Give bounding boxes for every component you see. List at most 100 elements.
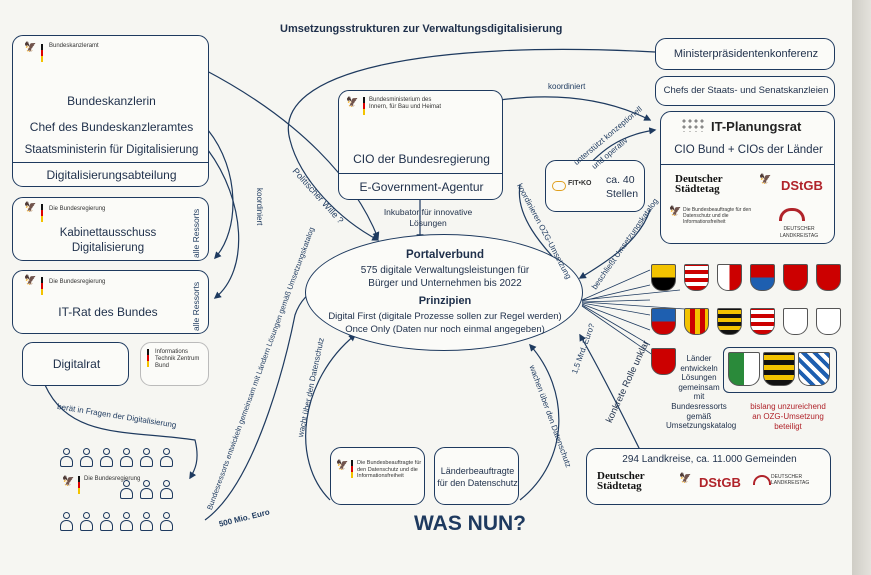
landkreistag-arc-icon — [779, 208, 805, 221]
person-icon — [160, 480, 173, 499]
laender-line: gemäß — [686, 411, 712, 421]
prinzip-once-only: Once Only (Daten nur noch einmal angegeb… — [345, 324, 545, 335]
diagram-title: Umsetzungsstrukturen zur Verwaltungsdigi… — [280, 23, 563, 35]
box-bfdi: 🦅 Die Bundesbeauftragte für den Datensch… — [330, 447, 425, 505]
fitko-chain-icon — [552, 181, 566, 191]
box-kabinettausschuss: 🦅 Die Bundesregierung Kabinettausschuss … — [12, 197, 209, 261]
crest-icon — [816, 308, 841, 335]
flag-icon — [41, 204, 43, 222]
crest-icon — [717, 308, 742, 335]
eagle-icon: 🦅 — [24, 202, 37, 213]
laender-line: Lösungen — [681, 373, 717, 383]
label-koordiniert-left: koordiniert — [255, 188, 264, 226]
laender-line: gemeinsam — [678, 382, 720, 392]
crest-icon — [651, 264, 676, 291]
person-icon — [100, 512, 113, 531]
org-label: Bundesministerium des Innern, für Bau un… — [369, 97, 442, 110]
arrow-beraet — [44, 384, 198, 480]
arrow-wachen-right — [519, 343, 560, 501]
label-inkubator-1: Inkubator für innovative — [383, 207, 473, 217]
dots-logo-icon — [681, 118, 705, 132]
box-kommunen: 294 Landkreise, ca. 11.000 Gemeinden Deu… — [586, 448, 831, 505]
itplanungsrat-title: IT-Planungsrat — [711, 119, 802, 134]
person-icon — [80, 448, 93, 467]
org-label: Die Bundesregierung — [84, 476, 141, 482]
crest-icon — [717, 264, 742, 291]
laender-note: bislang unzureichend an OZG-Umsetzung be… — [738, 402, 838, 432]
laender-datenschutz-title: Länderbeauftragte für den Datenschutz — [437, 466, 518, 488]
itplanungsrat-sub: CIO Bund + CIOs der Länder — [674, 144, 823, 156]
arrow-kanzleramt-itrat — [207, 149, 240, 299]
fitko-text: ca. 40 Stellen — [606, 174, 639, 200]
box-it-rat: 🦅 Die Bundesregierung IT-Rat des Bundes … — [12, 270, 209, 334]
person-icon — [120, 448, 133, 467]
org-label: Die Bundesregierung — [49, 206, 106, 212]
crest-icon — [783, 308, 808, 335]
box-it-planungsrat: IT-Planungsrat CIO Bund + CIOs der Lände… — [660, 111, 835, 244]
crest-icon — [684, 308, 709, 335]
portal-desc-1: 575 digitale Verwaltungsleistungen für — [360, 265, 530, 276]
person-icon — [60, 448, 73, 467]
flag-icon — [363, 97, 365, 115]
person-icon — [120, 480, 133, 499]
note-line: bislang unzureichend — [750, 402, 826, 411]
box-itzbund: Informations Technik Zentrum Bund — [140, 342, 209, 386]
crest-icon — [816, 264, 841, 291]
digitalrat-title: Digitalrat — [52, 357, 101, 371]
fitko-logo: FIT•KO — [568, 180, 592, 187]
crest-icon — [798, 352, 830, 386]
kommunen-title: 294 Landkreise, ca. 11.000 Gemeinden — [622, 454, 797, 465]
flag-icon — [351, 460, 353, 478]
line-staatsministerin: Staatsministerin für Digitalisierung — [24, 144, 199, 156]
box-bmi: 🦅 Bundesministerium des Innern, für Bau … — [338, 90, 503, 200]
divider — [661, 164, 834, 165]
side-label: alle Ressorts — [191, 208, 201, 258]
arrow-beschliesst — [578, 209, 651, 279]
crest-icon — [763, 352, 795, 386]
person-icon — [80, 512, 93, 531]
crest-icon — [750, 308, 775, 335]
landkreistag-arc-icon — [753, 475, 771, 485]
note-line: an OZG-Umsetzung — [752, 412, 824, 421]
portal-desc-2: Bürger und Unternehmen bis 2022 — [368, 278, 522, 289]
flag-icon — [78, 476, 80, 494]
person-icon — [120, 512, 133, 531]
crest-icon — [651, 348, 676, 375]
crest-icon — [783, 264, 808, 291]
divider — [339, 173, 502, 174]
person-icon — [160, 512, 173, 531]
flag-icon — [147, 349, 149, 367]
org-label: Die Bundesregierung — [49, 279, 106, 285]
eagle-icon: 🦅 — [24, 275, 37, 286]
laender-line: mit — [693, 392, 705, 402]
laender-fan-lines — [581, 269, 701, 361]
eagle-icon: 🦅 — [336, 460, 349, 471]
arrow-wacht-left — [305, 334, 357, 501]
was-nun-heading: WAS NUN? — [414, 512, 526, 535]
divider — [13, 162, 208, 163]
landkreistag-logo-label: DEUTSCHER LANDKREISTAG — [779, 226, 819, 239]
portal-title: Portalverbund — [406, 249, 484, 261]
agency-title: E-Government-Agentur — [359, 180, 484, 194]
laender-text: Länder entwickeln Lösungen gemeinsam mit… — [666, 354, 736, 431]
arrow-koordiniert-left — [207, 129, 234, 260]
box-digitalrat: Digitalrat — [22, 342, 129, 386]
crest-icon — [684, 264, 709, 291]
chefs-title: Chefs der Staats- und Senatskanzleien — [663, 85, 829, 96]
landkreistag-logo-label: DEUTSCHER LANDKREISTAG — [771, 474, 810, 486]
mpk-title: Ministerpräsidentenkonferenz — [673, 48, 819, 60]
itrat-title: IT-Rat des Bundes — [58, 305, 158, 319]
bfdi-label: Die Bundesbeauftragte für den Datenschut… — [357, 460, 422, 479]
box-fitko: FIT•KO ca. 40 Stellen — [545, 160, 645, 212]
crest-icon — [651, 308, 676, 335]
staedtetag-logo: Deutscher Städtetag — [675, 173, 723, 195]
label-inkubator-2: Lösungen — [409, 218, 447, 228]
crest-icon — [728, 352, 760, 386]
eagle-icon: 🦅 — [759, 174, 772, 185]
box-bundeskanzleramt: 🦅 Bundeskanzleramt Bundeskanzlerin Chef … — [12, 35, 209, 187]
box-mpk: Ministerpräsidentenkonferenz — [655, 38, 835, 70]
label-koordiniert-top: koordiniert — [548, 82, 586, 91]
note-line: beteiligt — [774, 422, 802, 431]
org-label: Bundeskanzleramt — [49, 43, 99, 49]
